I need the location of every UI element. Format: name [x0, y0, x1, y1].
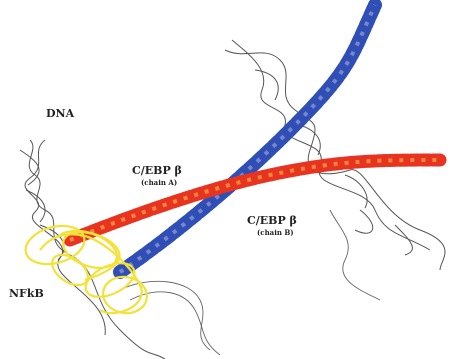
dna-lower-loop	[120, 210, 380, 355]
label-chain-a-name: C/EBP β	[132, 165, 182, 176]
label-nfkb: NFkB	[9, 288, 44, 299]
label-dna: DNA	[46, 108, 74, 119]
chain-a-helix	[70, 160, 440, 240]
label-chain-b-name: C/EBP β	[247, 215, 297, 226]
label-chain-b-sub: (chain B)	[257, 229, 294, 236]
label-chain-a-sub: (chain A)	[141, 179, 177, 186]
chain-b-helix	[120, 5, 375, 272]
